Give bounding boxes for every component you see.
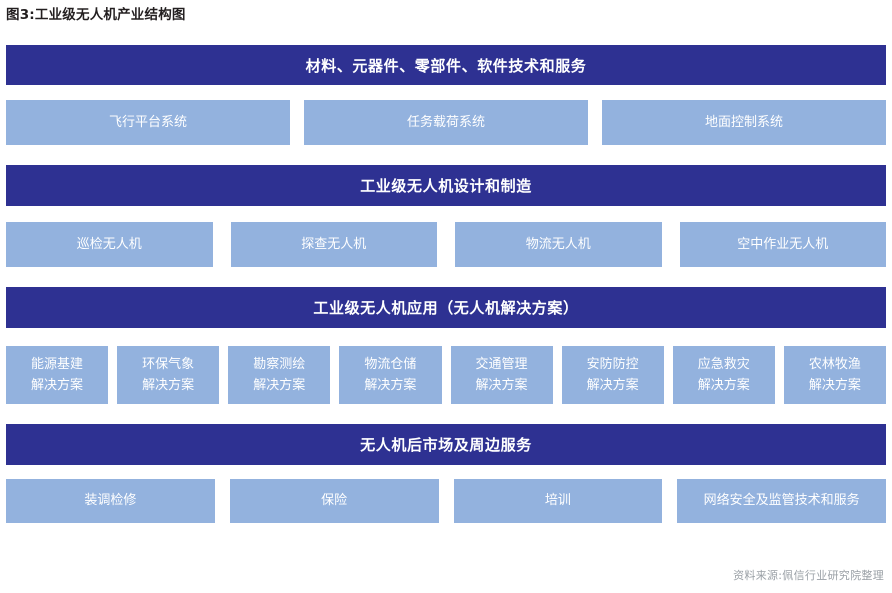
- row-services: 装调检修 保险 培训 网络安全及监管技术和服务: [6, 479, 886, 523]
- spacer: [6, 404, 886, 424]
- band-materials: 材料、元器件、零部件、软件技术和服务: [6, 45, 886, 85]
- cell-mission-payload-system[interactable]: 任务载荷系统: [304, 100, 588, 145]
- band-design-manufacture: 工业级无人机设计和制造: [6, 165, 886, 206]
- solution-line-1: 交通管理: [475, 357, 528, 372]
- spacer: [6, 145, 886, 165]
- cell-traffic-management-solution[interactable]: 交通管理 解决方案: [450, 346, 553, 404]
- solution-line-2: 解决方案: [808, 378, 861, 393]
- spacer: [6, 206, 886, 222]
- solution-line-2: 解决方案: [364, 378, 417, 393]
- solution-line-1: 物流仓储: [364, 357, 417, 372]
- solution-line-1: 应急救灾: [697, 357, 750, 372]
- row-solutions: 能源基建 解决方案 环保气象 解决方案 勘察测绘 解决方案 物流仓储 解决方案 …: [6, 346, 886, 404]
- spacer: [6, 85, 886, 100]
- industry-structure-diagram: 材料、元器件、零部件、软件技术和服务 飞行平台系统 任务载荷系统 地面控制系统 …: [6, 45, 886, 523]
- page-title: 图3:工业级无人机产业结构图: [6, 7, 186, 23]
- solution-line-1: 安防防控: [586, 357, 639, 372]
- source-note: 资料来源:佩信行业研究院整理: [733, 569, 884, 582]
- solution-line-2: 解决方案: [253, 378, 306, 393]
- cell-energy-infrastructure-solution[interactable]: 能源基建 解决方案: [6, 346, 109, 404]
- cell-agriculture-forestry-solution[interactable]: 农林牧渔 解决方案: [783, 346, 886, 404]
- solution-line-1: 农林牧渔: [808, 357, 861, 372]
- cell-aerial-work-drone[interactable]: 空中作业无人机: [679, 222, 886, 267]
- spacer: [6, 267, 886, 287]
- band-aftermarket: 无人机后市场及周边服务: [6, 424, 886, 465]
- row-drone-types: 巡检无人机 探查无人机 物流无人机 空中作业无人机: [6, 222, 886, 267]
- cell-insurance[interactable]: 保险: [229, 479, 439, 523]
- solution-line-1: 勘察测绘: [253, 357, 306, 372]
- cell-logistics-drone[interactable]: 物流无人机: [455, 222, 662, 267]
- cell-security-prevention-solution[interactable]: 安防防控 解决方案: [561, 346, 664, 404]
- cell-inspection-drone[interactable]: 巡检无人机: [6, 222, 213, 267]
- solution-line-2: 解决方案: [142, 378, 195, 393]
- solution-line-1: 环保气象: [142, 357, 195, 372]
- solution-line-2: 解决方案: [586, 378, 639, 393]
- cell-flight-platform-system[interactable]: 飞行平台系统: [6, 100, 290, 145]
- cell-emergency-rescue-solution[interactable]: 应急救灾 解决方案: [672, 346, 775, 404]
- cell-environment-meteorology-solution[interactable]: 环保气象 解决方案: [117, 346, 220, 404]
- solution-line-2: 解决方案: [475, 378, 528, 393]
- row-systems: 飞行平台系统 任务载荷系统 地面控制系统: [6, 100, 886, 145]
- cell-assembly-maintenance[interactable]: 装调检修: [6, 479, 215, 523]
- spacer: [6, 328, 886, 346]
- cell-survey-drone[interactable]: 探查无人机: [230, 222, 437, 267]
- cell-survey-mapping-solution[interactable]: 勘察测绘 解决方案: [228, 346, 331, 404]
- cell-cybersecurity-regulation[interactable]: 网络安全及监管技术和服务: [677, 479, 886, 523]
- spacer: [6, 465, 886, 479]
- solution-line-1: 能源基建: [31, 357, 84, 372]
- cell-ground-control-system[interactable]: 地面控制系统: [602, 100, 886, 145]
- solution-line-2: 解决方案: [31, 378, 84, 393]
- cell-logistics-warehousing-solution[interactable]: 物流仓储 解决方案: [339, 346, 442, 404]
- band-application: 工业级无人机应用（无人机解决方案）: [6, 287, 886, 328]
- cell-training[interactable]: 培训: [453, 479, 663, 523]
- solution-line-2: 解决方案: [697, 378, 750, 393]
